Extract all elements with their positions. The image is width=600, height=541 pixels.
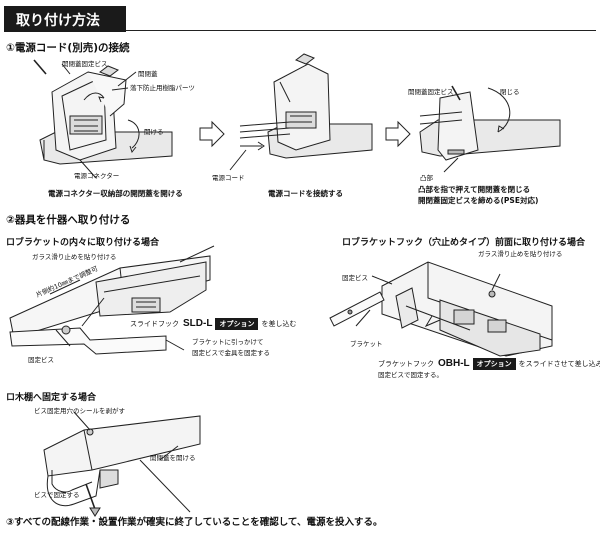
label-open-lid: 開閉蓋を開ける xyxy=(150,454,196,462)
option-badge-2: オプション xyxy=(472,358,516,370)
step2-heading: ②器具を什器へ取り付ける xyxy=(6,214,131,226)
title-box: 取り付け方法 xyxy=(4,6,126,32)
fixture-illustration-connect-cord xyxy=(229,53,373,171)
label-hook: ブラケットフック xyxy=(378,360,434,368)
caption-close-lid: 凸部を指で押えて開閉蓋を閉じる xyxy=(418,185,531,194)
label-insert: を差し込む xyxy=(261,320,297,328)
label-fix-screw: 固定ビス xyxy=(28,356,54,364)
label-convex: 凸部 xyxy=(420,174,433,182)
step3-text: ③すべての配線作業・設置作業が確実に終了していることを確認して、電源を投入する。 xyxy=(6,517,383,528)
label-close: 閉じる xyxy=(500,88,520,96)
caption-tighten-screw: 開閉蓋固定ビスを締める(PSE対応) xyxy=(418,196,539,205)
shelf-bracket-inside-illustration xyxy=(9,245,215,355)
bracket-hook-illustration xyxy=(329,261,553,357)
wood-shelf-illustration xyxy=(43,411,201,517)
option-badge: オプション xyxy=(215,318,259,330)
label-fix-note-2: 固定ビスで金具を固定する xyxy=(192,349,270,357)
wood-shelf-heading: ロ木棚へ固定する場合 xyxy=(6,393,97,403)
label-lid-screw: 開閉蓋固定ビス xyxy=(62,60,108,68)
fixture-illustration-close-lid xyxy=(419,85,561,173)
label-peel-seal: ビス固定用穴のシールを剥がす xyxy=(34,407,125,415)
label-slide-note: をスライドさせて差し込み xyxy=(518,360,600,368)
label-lid: 開閉蓋 xyxy=(138,70,158,78)
label-power-cord: 電源コード xyxy=(212,174,245,182)
title-bar: 取り付け方法 xyxy=(0,6,600,32)
caption-connect-cord: 電源コードを接続する xyxy=(268,189,343,198)
page-title: 取り付け方法 xyxy=(16,13,100,29)
bracket-inside-heading: ロブラケットの内々に取り付ける場合 xyxy=(6,238,160,248)
fixture-illustration-open-lid xyxy=(33,59,173,179)
caption-open-lid: 電源コネクター収納部の開閉蓋を開ける xyxy=(48,189,183,198)
label-anti-drop-part: 落下防止用樹脂パーツ xyxy=(130,84,195,92)
label-fix-screw-2: 固定ビス xyxy=(342,274,368,282)
label-screw-fix: ビスで固定する xyxy=(34,491,80,499)
label-hook-model: OBH-L xyxy=(438,358,470,369)
step1-heading: ①電源コード(別売)の接続 xyxy=(6,42,130,54)
title-underline xyxy=(126,30,596,31)
label-open: 開ける xyxy=(144,128,164,136)
label-glass-stopper: ガラス滑り止めを貼り付ける xyxy=(32,253,117,261)
label-bracket: ブラケット xyxy=(350,340,383,348)
label-fix-note-1: ブラケットに引っかけて xyxy=(192,338,264,346)
label-slide-hook: スライドフック xyxy=(130,320,179,328)
bracket-hook-heading: ロブラケットフック（穴止めタイプ）前面に取り付ける場合 xyxy=(342,238,586,248)
label-glass-stopper-2: ガラス滑り止めを貼り付ける xyxy=(478,250,563,258)
label-fix-note-3: 固定ビスで固定する。 xyxy=(378,371,443,379)
label-power-connector: 電源コネクター xyxy=(74,172,120,180)
label-slide-model: SLD-L xyxy=(183,318,213,329)
label-lid-screw-2: 開閉蓋固定ビス xyxy=(408,88,454,96)
